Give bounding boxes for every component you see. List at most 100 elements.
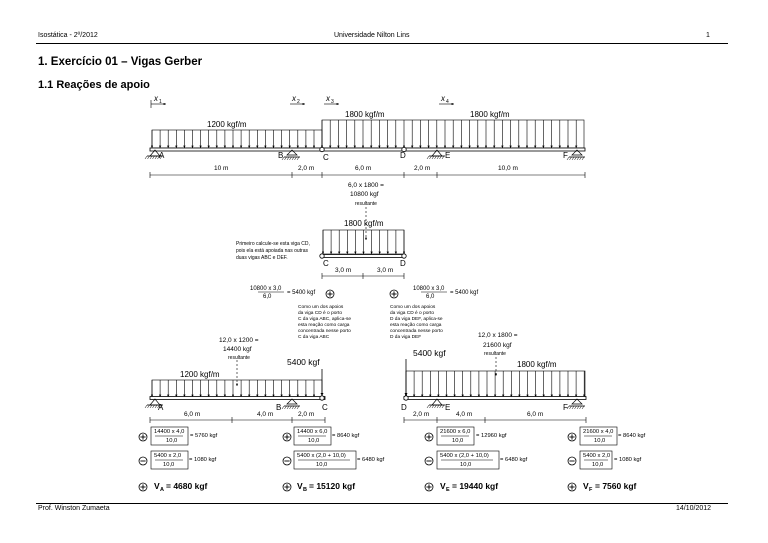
abc-support-b-hatch xyxy=(281,405,285,410)
support-f xyxy=(571,149,583,156)
abc-calc-box-4 xyxy=(293,450,357,470)
abc-dim-2: 4,0 m xyxy=(257,411,273,418)
cd-resultant-calc-2: 10800 kgf xyxy=(350,191,379,198)
header-page-number: 1 xyxy=(706,32,710,39)
support-e-hatch xyxy=(426,155,430,160)
footer-rule xyxy=(36,503,728,504)
support-a-hatch xyxy=(159,155,163,160)
def-support-f-hatch xyxy=(569,405,572,410)
abc-calc-3-res: = 8640 kgf xyxy=(332,433,360,439)
point-label-e: E xyxy=(445,151,450,160)
abc-beam xyxy=(149,396,326,400)
def-point-f: F xyxy=(563,403,568,412)
support-e-hatch xyxy=(431,155,435,160)
abc-calc-1-res: = 5760 kgf xyxy=(190,433,218,439)
def-calc-1-den: 10,0 xyxy=(452,438,463,444)
support-e-hatch xyxy=(429,155,432,160)
cd-point-c: C xyxy=(323,259,329,268)
abc-support-a-hatch xyxy=(149,404,153,409)
def-support-e-hatch xyxy=(441,404,445,409)
abc-support-a-hatch xyxy=(147,404,150,409)
support-b-hatch xyxy=(289,156,292,161)
cd-beam xyxy=(321,254,405,258)
result-vb-value: = 15120 kgf xyxy=(309,481,355,491)
note-right-6: D da viga DEF xyxy=(390,334,421,340)
abc-support-b-hatch xyxy=(289,405,292,410)
def-support-f-hatch xyxy=(571,405,575,410)
result-vf-value: = 7560 kgf xyxy=(595,481,637,491)
def-point-load-label: 5400 kgf xyxy=(413,348,446,358)
abc-load-outline xyxy=(151,379,323,398)
def-calc-4-res: = 1080 kgf xyxy=(614,457,642,463)
def-hinge-d xyxy=(403,395,409,401)
def-calc-box-3 xyxy=(579,426,618,446)
cd-dim-right: 3,0 m xyxy=(377,267,393,274)
def-support-f-hatch xyxy=(581,405,585,410)
cd-note-line-1: Primeiro calcule-se esta viga CD, xyxy=(236,241,310,247)
def-calc-4-den: 10,0 xyxy=(592,462,603,468)
footer-author: Prof. Winston Zumaeta xyxy=(38,505,110,512)
abc-support-b-hatch xyxy=(286,405,290,410)
point-label-a: A xyxy=(159,151,165,160)
abc-calc-3-num: 14400 x 6,0 xyxy=(297,429,327,435)
cd-resultant-word: resultante xyxy=(355,201,377,207)
point-label-f: F xyxy=(563,151,568,160)
abc-support-a-hatch xyxy=(154,404,158,409)
def-calc-2-den: 10,0 xyxy=(460,462,471,468)
cd-calc-left-res: = 5400 kgf xyxy=(287,290,316,296)
result-va-value: = 4680 kgf xyxy=(166,481,208,491)
note-left-5: concentrada nesse porto xyxy=(298,328,351,334)
support-a-hatch xyxy=(152,155,155,160)
abc-resultant-word: resultante xyxy=(228,355,250,361)
note-left-3: C da viga ABC, aplica-se xyxy=(298,316,351,322)
dim-ab: 10 m xyxy=(214,165,228,172)
def-resultant-word: resultante xyxy=(484,351,506,357)
def-calc-box-1 xyxy=(436,426,475,446)
support-b-hatch xyxy=(291,156,295,161)
cd-resultant-calc-1: 6,0 x 1800 = xyxy=(348,182,384,189)
result-vf-symbol: V xyxy=(583,481,589,491)
abc-support-a-hatch xyxy=(152,404,155,409)
abc-calc-2-res: = 1080 kgf xyxy=(189,457,217,463)
note-left-4: esta reação como carga xyxy=(298,322,350,328)
def-dim-2: 4,0 m xyxy=(456,411,472,418)
load-label-left: 1200 kgf/m xyxy=(207,120,247,129)
cd-dim-left: 3,0 m xyxy=(335,267,351,274)
note-right-3: D da viga DEF, aplica-se xyxy=(390,316,443,322)
abc-dim-1: 6,0 m xyxy=(184,411,200,418)
abc-calc-box-3 xyxy=(293,426,332,446)
point-label-d: D xyxy=(400,151,406,160)
abc-calc-box-2 xyxy=(150,450,189,470)
result-vb-symbol: V xyxy=(297,481,303,491)
abc-support-b-hatch xyxy=(296,405,300,410)
def-calc-3-res: = 8640 kgf xyxy=(618,433,646,439)
abc-resultant-calc-1: 12,0 x 1200 = xyxy=(219,337,259,344)
support-e-hatch xyxy=(439,155,442,160)
result-va-sub: A xyxy=(160,487,164,493)
def-beam xyxy=(403,396,587,400)
note-right-4: esta reação como carga xyxy=(390,322,442,328)
abc-calc-2-den: 10,0 xyxy=(163,462,174,468)
def-resultant-calc-2: 21600 kgf xyxy=(483,342,512,349)
cd-calc-left-num: 10800 x 3,0 xyxy=(250,286,282,292)
def-support-f-hatch xyxy=(574,405,577,410)
def-calc-box-4 xyxy=(579,450,613,470)
def-dim-3: 6,0 m xyxy=(527,411,543,418)
abc-support-b-hatch xyxy=(294,405,297,410)
support-a-hatch xyxy=(144,155,148,160)
abc-calc-4-den: 10,0 xyxy=(316,462,327,468)
support-b-hatch xyxy=(286,156,290,161)
top-load-1200-outline xyxy=(151,129,323,149)
def-calc-4-num: 5400 x 2,0 xyxy=(583,453,610,459)
hinge-d xyxy=(401,146,407,153)
cd-calc-right-res: = 5400 kgf xyxy=(450,290,479,296)
axis-label-x3: x xyxy=(325,94,331,103)
note-left-6: C da viga ABC xyxy=(298,334,330,340)
def-point-e: E xyxy=(445,403,450,412)
cd-load-label: 1800 kgf/m xyxy=(344,219,384,228)
abc-resultant-calc-2: 14400 kgf xyxy=(223,346,252,353)
support-f-hatch xyxy=(579,156,582,161)
support-b-hatch xyxy=(284,156,287,161)
support-f-hatch xyxy=(574,156,577,161)
abc-calc-2-num: 5400 x 2,0 xyxy=(154,453,181,459)
